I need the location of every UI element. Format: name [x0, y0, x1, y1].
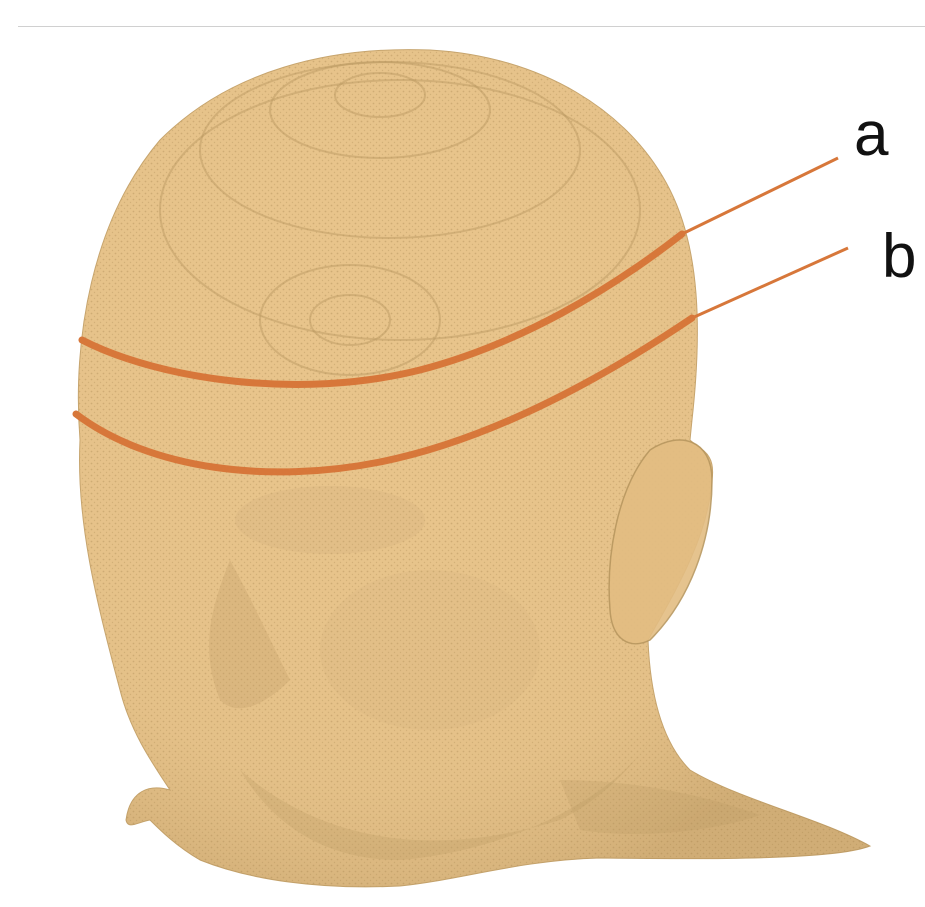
brow-shadow: [235, 486, 425, 554]
leader-line-b: [692, 248, 848, 318]
label-a: a: [854, 104, 888, 166]
leader-line-a: [682, 158, 838, 234]
label-b: b: [882, 226, 916, 288]
cheek-shadow: [320, 570, 540, 730]
head-shading: [78, 50, 870, 887]
